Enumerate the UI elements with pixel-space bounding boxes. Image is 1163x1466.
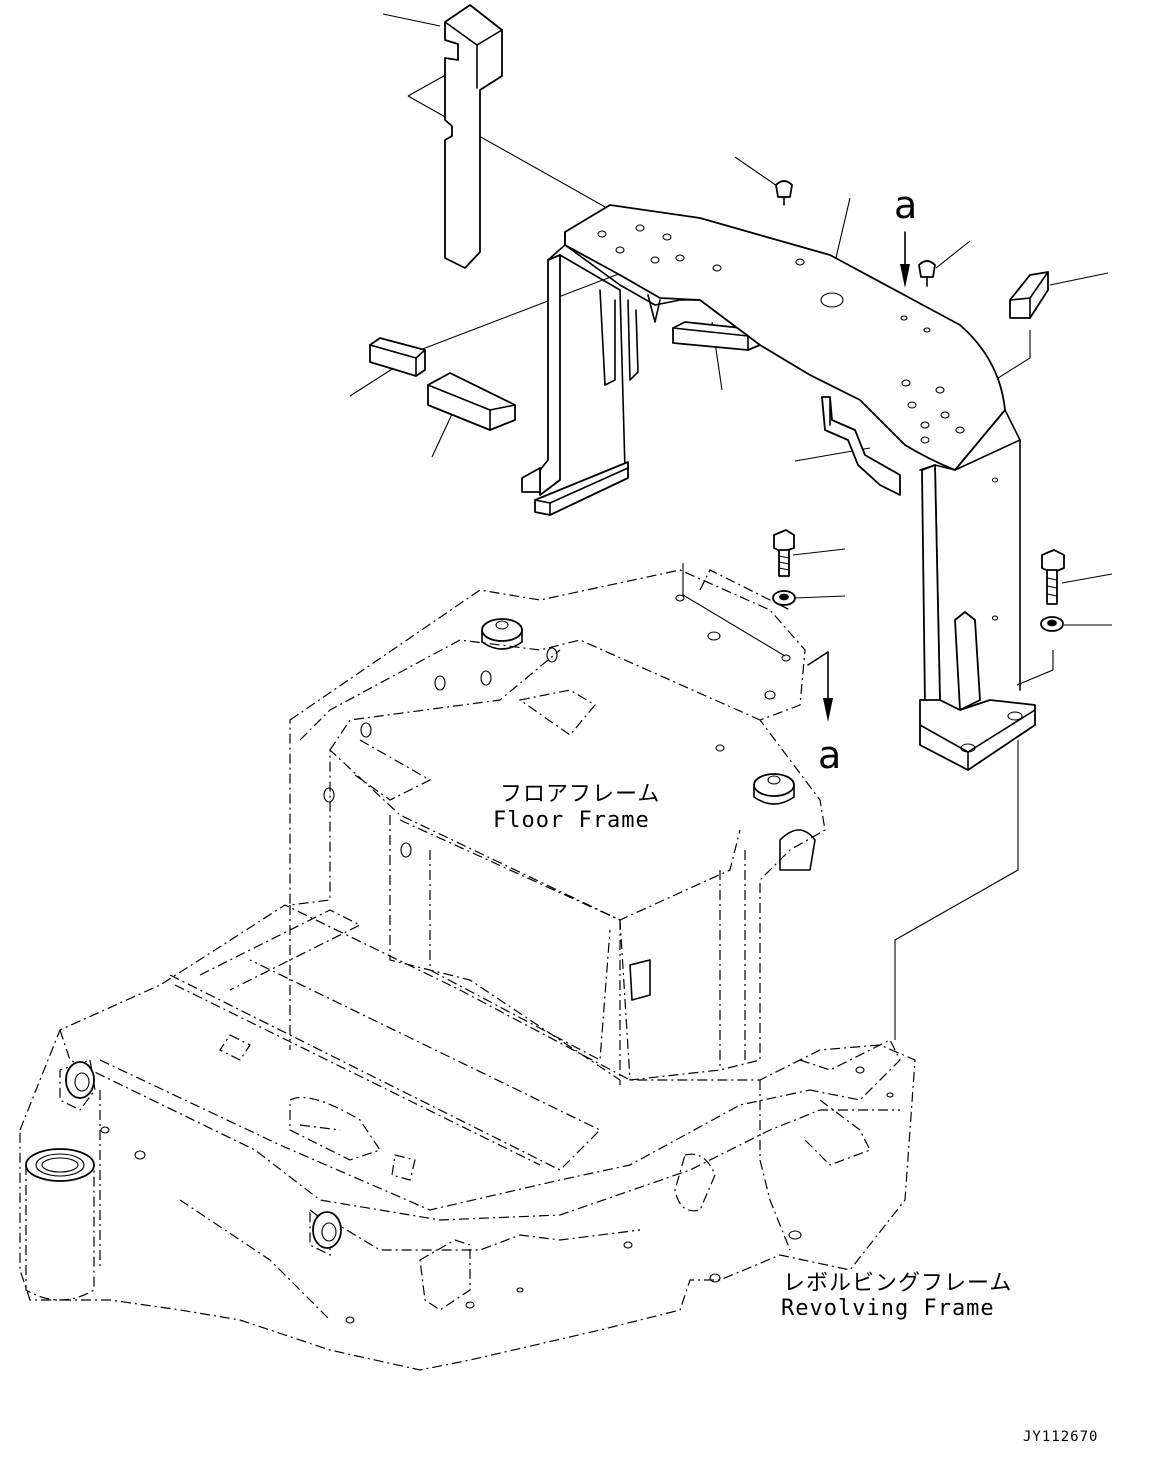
cushion-block-large: [427, 372, 516, 431]
view-arrow-top: [900, 231, 910, 288]
cap-plug-right: [918, 260, 936, 287]
washer-right: [1040, 616, 1064, 632]
revolving-frame-label-jp: レボルビングフレーム: [783, 1271, 1012, 1296]
bolt-right: [1041, 549, 1065, 605]
floor-frame-label-jp: フロアフレーム: [500, 782, 660, 807]
labels: フロアフレーム Floor Frame レボルビングフレーム Revolving…: [493, 183, 1098, 1445]
guard-frame: [521, 204, 1036, 771]
cushion-block-small: [369, 337, 426, 377]
revolving-frame-label-en: Revolving Frame: [781, 1296, 995, 1321]
bolt-left: [773, 529, 795, 577]
revolving-frame: [19, 904, 916, 1371]
view-mark-top: a: [894, 183, 917, 227]
view-mark-bottom: a: [818, 733, 841, 777]
floor-frame: [289, 569, 826, 1085]
washer-left: [772, 590, 796, 606]
cushion-block-right: [1009, 271, 1049, 319]
view-arrow-bottom: [807, 651, 833, 722]
drawing-code: JY112670: [1023, 1429, 1098, 1445]
floor-frame-label-en: Floor Frame: [493, 808, 650, 833]
cap-plug-left: [775, 180, 793, 206]
spacer-bar: [444, 4, 503, 269]
